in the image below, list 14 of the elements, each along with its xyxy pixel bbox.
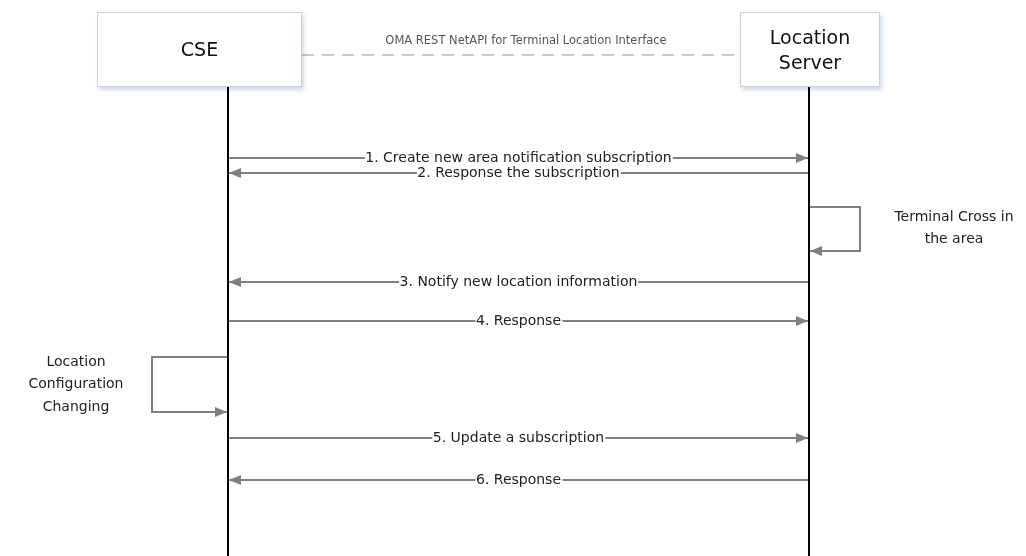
self-message-arrow (809, 206, 861, 256)
edge-label: 1. Create new area notification subscription (364, 149, 673, 166)
lifeline-header-box: CSE (97, 12, 302, 87)
edge-label: 6. Response (475, 471, 562, 488)
edge-label: Terminal Cross in the area (893, 207, 1015, 249)
lifeline (227, 87, 229, 556)
self-message-arrow (151, 356, 228, 417)
edge-label: 2. Response the subscription (416, 164, 621, 181)
edge-label: 3. Notify new location information (398, 273, 639, 290)
edge-label: 5. Update a subscription (431, 429, 606, 446)
edge-label: 4. Response (475, 312, 562, 329)
lifeline-header-box: Location Server (740, 12, 880, 87)
lifeline (808, 87, 810, 556)
edge-label: Location Configuration Changing (27, 352, 125, 416)
